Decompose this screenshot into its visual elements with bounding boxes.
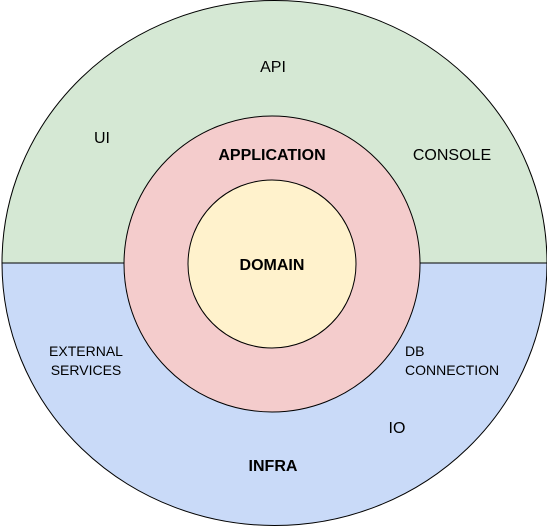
console-label: CONSOLE: [413, 147, 491, 164]
infra-label: INFRA: [249, 458, 298, 475]
io-label: IO: [389, 420, 406, 437]
domain-layer-circle: [187, 179, 357, 349]
db-connection-label-line1: DB: [405, 343, 424, 359]
domain-label: DOMAIN: [240, 257, 305, 274]
external-services-label-line2: SERVICES: [51, 362, 122, 378]
external-services-label-line1: EXTERNAL: [49, 343, 123, 359]
application-label: APPLICATION: [218, 147, 325, 164]
ui-label: UI: [94, 130, 110, 147]
api-label: API: [260, 59, 286, 76]
db-connection-label-line2: CONNECTION: [405, 362, 499, 378]
